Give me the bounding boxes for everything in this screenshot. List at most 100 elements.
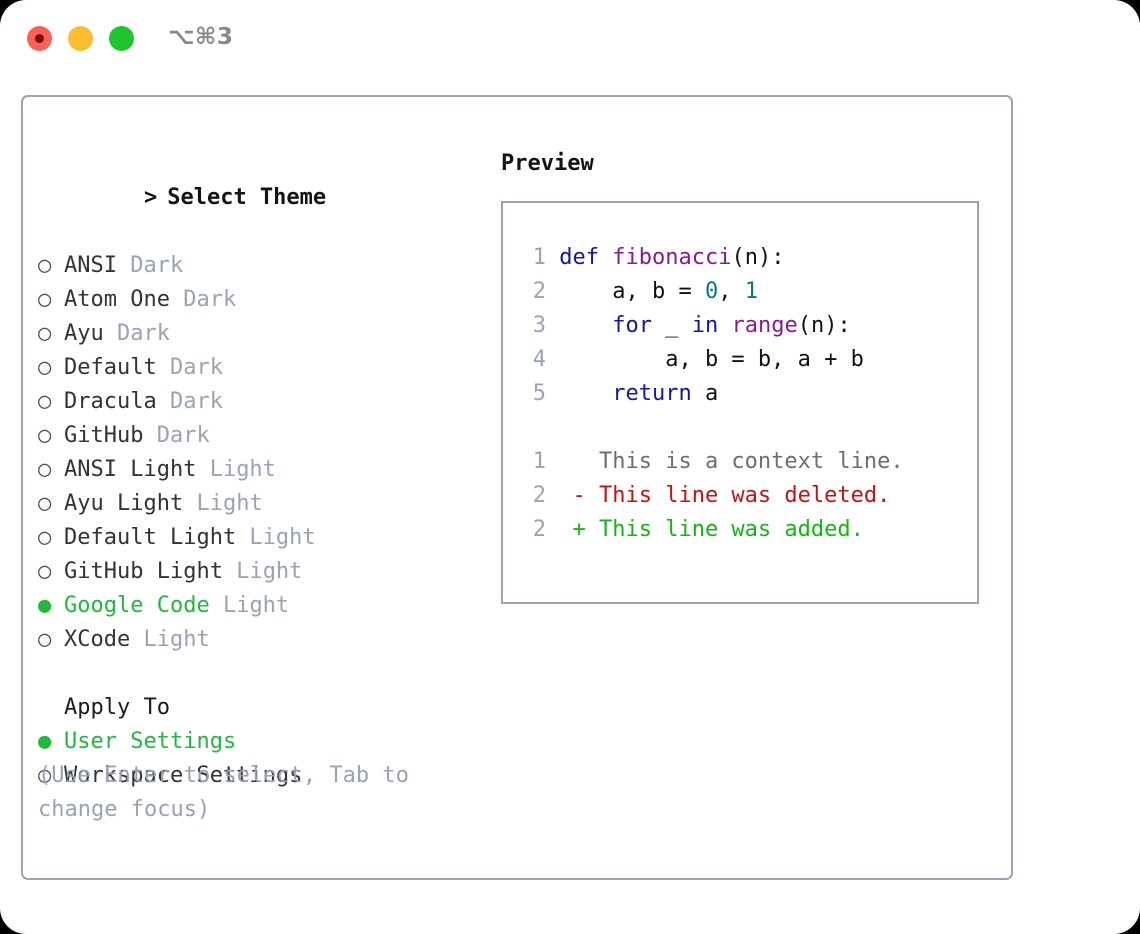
theme-variant-tag: Dark bbox=[156, 355, 223, 380]
code-token-kw: def bbox=[559, 245, 613, 270]
theme-variant-tag: Light bbox=[222, 559, 303, 584]
theme-option-label: ANSI Light bbox=[64, 457, 197, 482]
theme-option-default-light[interactable]: ○Default Light Light bbox=[38, 521, 478, 555]
theme-option-ayu[interactable]: ○ Ayu Dark bbox=[38, 317, 478, 351]
theme-option-label: Default Light bbox=[64, 525, 237, 550]
radio-unselected-icon: ○ bbox=[38, 355, 52, 380]
diff-line-added: 2 + This line was added. bbox=[520, 513, 969, 547]
radio-unselected-icon: ○ bbox=[38, 253, 52, 278]
radio-unselected-icon: ○ bbox=[38, 389, 52, 414]
code-token-kw: in bbox=[691, 313, 719, 338]
diff-line-text: This is a context line. bbox=[546, 449, 904, 474]
code-token-plain bbox=[718, 313, 731, 338]
theme-variant-tag: Dark bbox=[156, 389, 223, 414]
code-line: 4 a, b = b, a + b bbox=[520, 343, 969, 377]
code-line-body bbox=[546, 381, 559, 406]
theme-option-ansi[interactable]: ○ ANSI Dark bbox=[38, 249, 478, 283]
radio-unselected-icon: ○ bbox=[38, 321, 52, 346]
line-number: 2 bbox=[532, 279, 546, 304]
content-panel: >Select Theme ○ANSI Dark○Atom One Dark○A… bbox=[21, 95, 1013, 880]
apply-to-option-label: Workspace Settings bbox=[64, 763, 303, 788]
theme-option-github-light[interactable]: ○GitHub Light Light bbox=[38, 555, 478, 589]
diff-line-text: + This line was added. bbox=[546, 517, 864, 542]
theme-option-atom-one[interactable]: ○Atom One Dark bbox=[38, 283, 478, 317]
theme-variant-tag: Light bbox=[196, 457, 276, 482]
theme-option-list: ○ANSI Dark○Atom One Dark○Ayu Dark○Defaul… bbox=[38, 249, 478, 657]
radio-selected-icon: ● bbox=[38, 729, 52, 754]
window-titlebar: ⌥⌘3 bbox=[0, 0, 1140, 78]
diff-line-deleted: 2 - This line was deleted. bbox=[520, 479, 969, 513]
theme-option-label: Google Code bbox=[64, 593, 210, 618]
theme-option-label: Ayu bbox=[64, 321, 104, 346]
apply-to-option-workspace-settings[interactable]: ○ Workspace Settings bbox=[38, 759, 478, 793]
apply-to-heading: Apply To bbox=[64, 695, 170, 720]
theme-variant-tag: Dark bbox=[116, 253, 184, 278]
radio-unselected-icon: ○ bbox=[38, 423, 52, 448]
line-number: 2 bbox=[532, 517, 546, 542]
maximize-window-icon[interactable] bbox=[109, 26, 134, 51]
code-line-body bbox=[546, 245, 559, 270]
radio-selected-icon: ● bbox=[38, 593, 52, 618]
theme-option-label: ANSI bbox=[64, 253, 117, 278]
theme-option-ayu-light[interactable]: ○Ayu Light Light bbox=[38, 487, 478, 521]
code-token-num: 0 bbox=[704, 279, 719, 304]
code-token-plain: a bbox=[691, 381, 719, 406]
code-line: 5 return a bbox=[520, 377, 969, 411]
theme-option-dracula[interactable]: ○ Dracula Dark bbox=[38, 385, 478, 419]
theme-option-google-code[interactable]: ● Google Code Light bbox=[38, 589, 478, 623]
code-token-plain: a, b = b, a + b bbox=[559, 347, 864, 372]
code-line: 3 for _ in range(n): bbox=[520, 309, 969, 343]
code-token-fn: fibonacci bbox=[612, 245, 732, 270]
diff-line-text: - This line was deleted. bbox=[546, 483, 891, 508]
theme-option-label: Dracula bbox=[64, 389, 157, 414]
theme-variant-tag: Dark bbox=[103, 321, 170, 346]
code-token-kw: return bbox=[612, 381, 692, 406]
code-token-fn: range bbox=[731, 313, 798, 338]
code-line-body bbox=[546, 313, 559, 338]
select-theme-title: Select Theme bbox=[167, 185, 327, 210]
code-token-plain: _ bbox=[651, 313, 692, 338]
radio-unselected-icon: ○ bbox=[38, 457, 52, 482]
minimize-window-icon[interactable] bbox=[68, 26, 93, 51]
prompt-caret-icon: > bbox=[143, 185, 158, 210]
theme-selector-column: >Select Theme ○ANSI Dark○Atom One Dark○A… bbox=[38, 147, 478, 793]
keyboard-hint-text: (Use Enter to select, Tab to change focu… bbox=[38, 763, 423, 822]
line-number: 1 bbox=[532, 449, 546, 474]
theme-option-label: GitHub Light bbox=[64, 559, 223, 584]
theme-option-xcode[interactable]: ○XCode Light bbox=[38, 623, 478, 657]
radio-unselected-icon: ○ bbox=[38, 627, 52, 652]
apply-to-option-user-settings[interactable]: ● User Settings bbox=[38, 725, 478, 759]
theme-option-ansi-light[interactable]: ○ ANSI Light Light bbox=[38, 453, 478, 487]
list-spacer bbox=[38, 657, 478, 691]
line-number: 5 bbox=[532, 381, 546, 406]
code-token-plain bbox=[559, 313, 612, 338]
code-line-body bbox=[546, 347, 559, 372]
code-token-plain: (n): bbox=[731, 245, 785, 270]
code-token-plain: (n): bbox=[797, 313, 851, 338]
theme-option-label: Default bbox=[64, 355, 157, 380]
theme-variant-tag: Light bbox=[209, 593, 290, 618]
theme-option-default[interactable]: ○ Default Dark bbox=[38, 351, 478, 385]
select-theme-heading: > Select Theme bbox=[38, 147, 478, 249]
theme-variant-tag: Light bbox=[236, 525, 316, 550]
code-token-kw: for bbox=[612, 313, 652, 338]
close-window-icon[interactable] bbox=[27, 26, 52, 51]
code-line: 2 a, b = 0, 1 bbox=[520, 275, 969, 309]
line-number: 3 bbox=[532, 313, 546, 338]
theme-variant-tag: Light bbox=[183, 491, 263, 516]
radio-unselected-icon: ○ bbox=[38, 763, 52, 788]
theme-option-label: Atom One bbox=[64, 287, 170, 312]
preview-heading: Preview bbox=[501, 151, 594, 176]
preview-column: Preview 1 def fibonacci(n):2 a, b = 0, 1… bbox=[501, 147, 991, 604]
code-token-plain bbox=[559, 381, 612, 406]
keyboard-shortcut-label: ⌥⌘3 bbox=[168, 24, 234, 50]
theme-option-label: Ayu Light bbox=[64, 491, 184, 516]
diff-line-context: 1 This is a context line. bbox=[520, 445, 969, 479]
apply-to-option-label: User Settings bbox=[64, 729, 237, 754]
radio-unselected-icon: ○ bbox=[38, 287, 52, 312]
theme-option-github[interactable]: ○GitHub Dark bbox=[38, 419, 478, 453]
